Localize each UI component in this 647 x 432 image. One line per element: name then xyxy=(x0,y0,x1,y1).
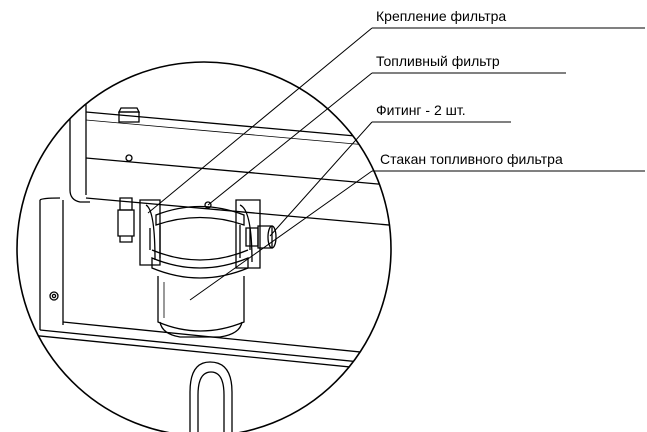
label-filter-mount: Крепление фильтра xyxy=(376,8,507,24)
label-fuel-filter: Топливный фильтр xyxy=(376,53,500,69)
leader-lines xyxy=(147,27,645,301)
label-fitting: Фитинг - 2 шт. xyxy=(376,102,466,118)
label-filter-cup: Стакан топливного фильтра xyxy=(380,151,563,167)
detail-circle xyxy=(16,61,392,432)
